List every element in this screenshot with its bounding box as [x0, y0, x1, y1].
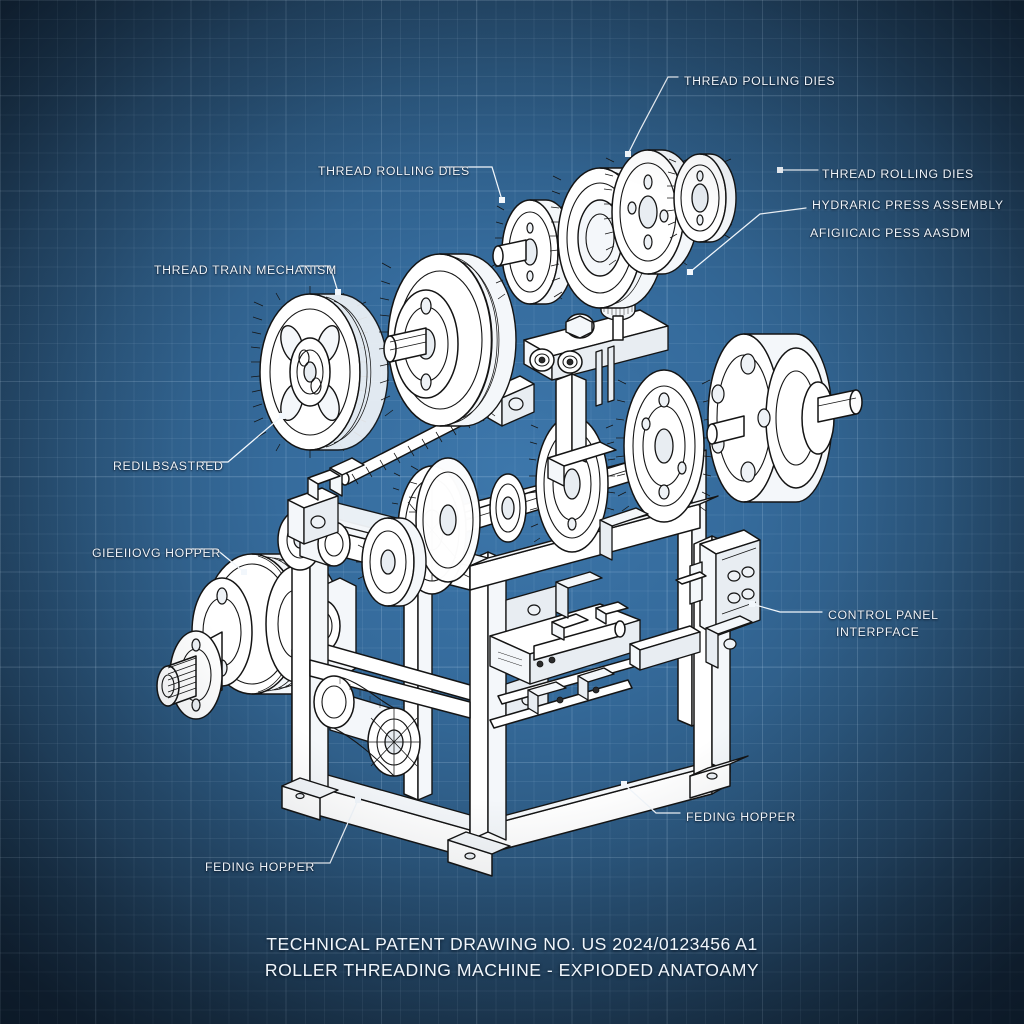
callout-label-c6: THREAD TRAIN MECHANISM	[154, 263, 337, 277]
callout-label-c10: INTERPFACE	[836, 625, 920, 639]
callout-label-c11: FEDING HOPPER	[686, 810, 796, 824]
callout-label-c12: FEDING HOPPER	[205, 860, 315, 874]
callout-label-c8: GIEEIIOVG HOPPER	[92, 546, 221, 560]
callout-label-c9: CONTROL PANEL	[828, 608, 939, 622]
title-block: TECHNICAL PATENT DRAWING NO. US 2024/012…	[0, 931, 1024, 984]
callout-label-c3: THREAD ROLLING DIES	[822, 167, 974, 181]
callout-label-c2: THREAD ROLLING DIES	[318, 164, 470, 178]
callout-label-c5: AFIGIICAIC PESS AASDM	[810, 226, 971, 240]
patent-number-line: TECHNICAL PATENT DRAWING NO. US 2024/012…	[266, 933, 758, 954]
callout-label-c4: HYDRARIC PRESS ASSEMBLY	[812, 198, 1004, 212]
drawing-subtitle-line: ROLLER THREADING MACHINE - EXPIODED ANAT…	[264, 960, 760, 981]
callout-label-c1: THREAD POLLING DIES	[684, 74, 836, 88]
callout-label-c7: REDILBSASTRED	[113, 459, 224, 473]
